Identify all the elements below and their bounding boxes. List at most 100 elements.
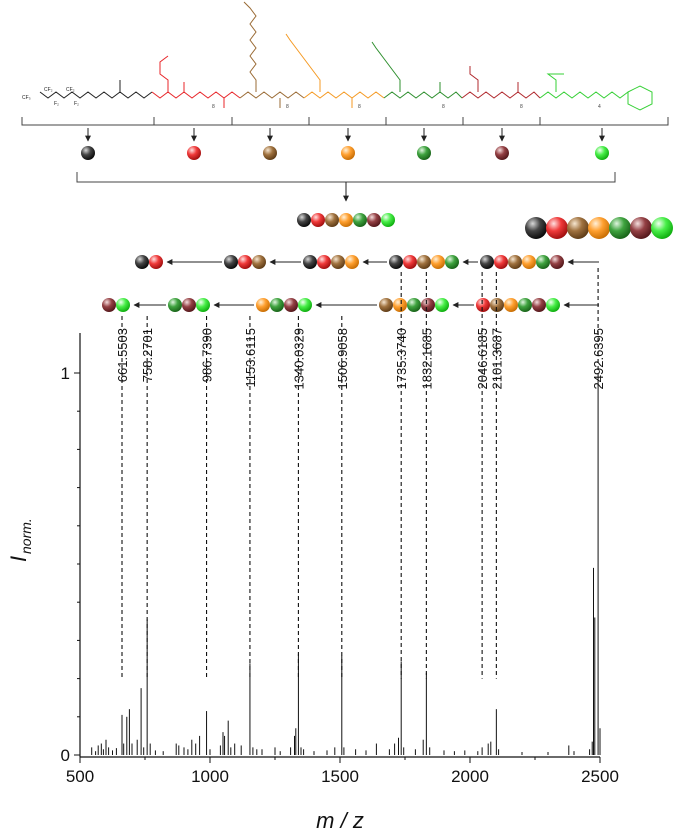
bead-maroon (182, 298, 196, 312)
peak-label: 986.7390 (200, 328, 215, 382)
collect-bracket (76, 172, 616, 202)
x-tick-label: 2500 (581, 767, 619, 786)
maroon-unit-backbone (461, 91, 541, 99)
bead-dgreen (536, 255, 550, 269)
peak-label: 1506.9058 (335, 328, 350, 389)
bead-brown (567, 217, 589, 239)
bead-dgreen (270, 298, 284, 312)
red-unit-sidechain (159, 55, 169, 92)
bead-brown (490, 298, 504, 312)
x-axis-label: m / z (316, 808, 364, 833)
bead-red (238, 255, 252, 269)
orange-unit-backbone (303, 91, 385, 99)
cf3-label: CF₃ (22, 95, 31, 101)
bead-black (480, 255, 494, 269)
x-tick-label: 500 (66, 767, 94, 786)
bead-orange (431, 255, 445, 269)
bead-black (224, 255, 238, 269)
bead-black (303, 255, 317, 269)
fragment-row-2 (102, 298, 560, 312)
bead-black (525, 217, 547, 239)
peak-label: 758.2701 (140, 328, 155, 382)
bead-lgreen (595, 146, 609, 160)
peak-labels: 661.5503 758.2701 986.7390 1153.6115 1340.03… (115, 328, 606, 389)
bead-maroon (421, 298, 435, 312)
bead-brown (379, 298, 393, 312)
bead-red (476, 298, 490, 312)
bead-orange (341, 146, 355, 160)
unit-arrows (85, 128, 605, 142)
bead-lgreen (116, 298, 130, 312)
bead-maroon (367, 213, 381, 227)
bead-lgreen (196, 298, 210, 312)
orange-unit-chain (285, 33, 321, 92)
bead-brown (263, 146, 277, 160)
peak-label: 1735.3740 (394, 328, 409, 389)
bead-lgreen (381, 213, 395, 227)
y-axis-label-sub: norm. (18, 518, 34, 554)
brown-unit-chain (243, 1, 257, 92)
lgreen-unit-sidechain (546, 73, 564, 92)
unit-bracket (21, 117, 669, 126)
bead-maroon (284, 298, 298, 312)
bead-brown (508, 255, 522, 269)
cf2-label: F₂ (54, 101, 59, 107)
bead-red (403, 255, 417, 269)
peak-label: 2046.6185 (475, 328, 490, 389)
repeat-count-label: 4 (598, 104, 601, 110)
dgreen-unit-backbone (383, 91, 463, 99)
bead-dgreen (407, 298, 421, 312)
fluoro-chain (39, 91, 153, 99)
maroon-unit-sidechain (469, 66, 479, 92)
bead-brown (331, 255, 345, 269)
bead-black (389, 255, 403, 269)
bead-black (81, 146, 95, 160)
bead-red (317, 255, 331, 269)
bead-black (297, 213, 311, 227)
peak-label: 1340.0329 (291, 328, 306, 389)
full-chain-beads (297, 213, 395, 227)
cf2-label: CF₂ (66, 87, 75, 93)
spectrum-series (91, 373, 601, 755)
peak-label: 2492.6395 (591, 328, 606, 389)
y-tick-label: 0 (61, 746, 70, 765)
peak-label: 1153.6115 (243, 328, 258, 388)
red-unit-backbone (151, 91, 241, 99)
bead-red (546, 217, 568, 239)
bead-brown (417, 255, 431, 269)
bead-lgreen (435, 298, 449, 312)
x-tick-label: 1000 (191, 767, 229, 786)
cf2-label: CF₂ (44, 87, 53, 93)
bead-red (494, 255, 508, 269)
repeat-count-label: 8 (286, 104, 289, 110)
peak-label: 1832.1685 (419, 328, 434, 389)
bead-red (187, 146, 201, 160)
bead-maroon (532, 298, 546, 312)
bead-maroon (630, 217, 652, 239)
bead-brown (325, 213, 339, 227)
bead-orange (504, 298, 518, 312)
peak-label: 2101.3687 (489, 328, 504, 389)
lgreen-unit-backbone (539, 91, 629, 99)
bead-lgreen (651, 217, 673, 239)
bead-orange (339, 213, 353, 227)
repeat-count-label: 8 (358, 104, 361, 110)
bead-orange (345, 255, 359, 269)
x-tick-label: 2000 (451, 767, 489, 786)
peak-label: 661.5503 (115, 328, 130, 382)
bead-orange (522, 255, 536, 269)
bead-dgreen (353, 213, 367, 227)
dgreen-unit-chain (371, 41, 401, 92)
bead-brown (252, 255, 266, 269)
bead-lgreen (546, 298, 560, 312)
bead-dgreen (609, 217, 631, 239)
peak-guide-lines (121, 268, 599, 679)
bead-red (149, 255, 163, 269)
bead-maroon (102, 298, 116, 312)
cf2-label: F₂ (74, 101, 79, 107)
y-axis-label-main: I (6, 556, 31, 562)
brown-unit-backbone (239, 91, 305, 99)
bead-maroon (495, 146, 509, 160)
